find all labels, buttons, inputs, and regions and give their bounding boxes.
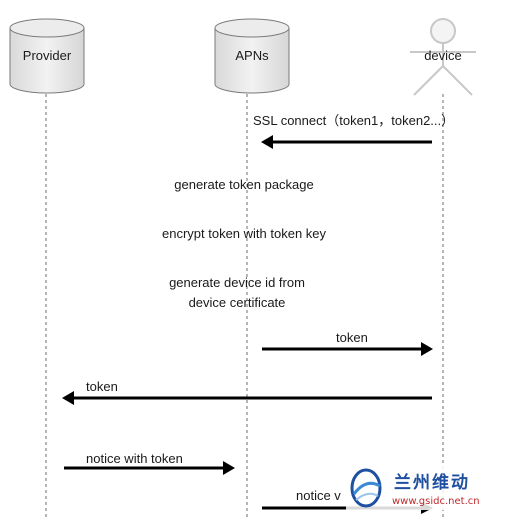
provider-actor: Provider xyxy=(9,18,85,94)
generate-device-id-label-line1: generate device id from xyxy=(169,275,305,290)
watermark: 兰州维动 www.gsidc.net.cn xyxy=(346,466,516,510)
notice-partial-label: notice v xyxy=(296,488,341,503)
ssl-connect-label: SSL connect（token1，token2...） xyxy=(253,113,454,128)
token-apns-device-label: token xyxy=(336,330,368,345)
provider-label: Provider xyxy=(23,48,72,63)
apns-actor: APNs xyxy=(214,18,290,94)
token-apns-device-arrow xyxy=(262,342,433,356)
device-actor: device xyxy=(410,18,476,96)
watermark-url-text: www.gsidc.net.cn xyxy=(392,496,480,507)
notice-with-token-arrow xyxy=(64,461,235,475)
token-device-provider-label: token xyxy=(86,379,118,394)
encrypt-token-label: encrypt token with token key xyxy=(162,226,327,241)
stick-figure-icon xyxy=(410,18,476,96)
watermark-brand-text: 兰州维动 xyxy=(394,472,470,493)
generate-token-package-label: generate token package xyxy=(174,177,314,192)
token-device-provider-arrow xyxy=(62,391,432,405)
notice-with-token-label: notice with token xyxy=(86,451,183,466)
apns-label: APNs xyxy=(235,48,269,63)
ssl-connect-arrow xyxy=(261,135,432,149)
device-label: device xyxy=(424,48,462,63)
generate-device-id-label-line2: device certificate xyxy=(189,295,286,310)
watermark-logo-icon xyxy=(350,468,382,508)
